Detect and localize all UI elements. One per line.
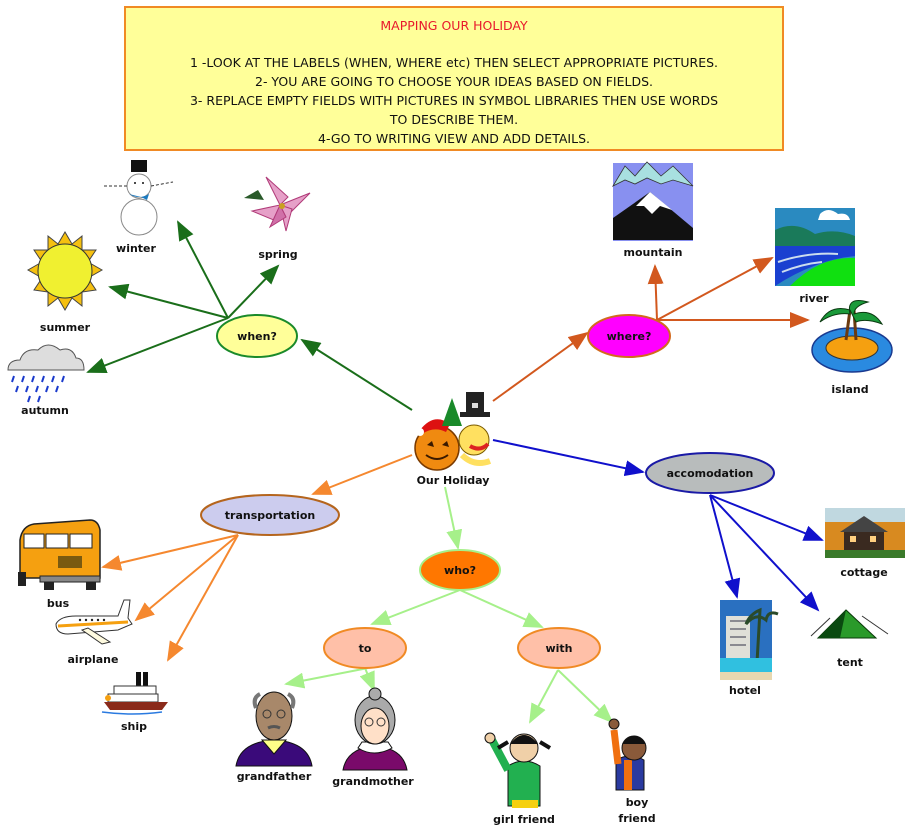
link-where-river (656, 257, 774, 321)
node-transportation[interactable]: transportation (200, 494, 340, 536)
river-landscape-icon (775, 208, 855, 286)
leaf-grandfather[interactable]: grandfather (235, 691, 313, 783)
link-center-when (300, 338, 413, 411)
grandmother-icon (342, 687, 408, 771)
link-transportation-airplane (134, 534, 239, 622)
leaf-river[interactable]: river (775, 208, 855, 305)
leaf-cottage[interactable]: cottage (825, 508, 905, 579)
leaf-island[interactable]: island (811, 300, 893, 397)
leaf-winter[interactable]: winter (104, 160, 174, 255)
link-transportation-bus (101, 534, 239, 571)
leaf-girl-friend-label: girl friend (493, 813, 555, 826)
cottage-photo-icon (825, 508, 905, 558)
leaf-boy-friend-label-line1: boy (626, 796, 649, 809)
mountain-icon (611, 161, 694, 241)
rain-cloud-icon (7, 344, 85, 403)
leaf-mountain-label: mountain (624, 246, 683, 259)
palm-island-icon (811, 300, 893, 373)
node-accomodation[interactable]: accomodation (645, 452, 775, 494)
garfield-holiday-icon (414, 392, 492, 471)
instruction-line: 3- REPLACE EMPTY FIELDS WITH PICTURES IN… (189, 93, 719, 108)
leaf-bus[interactable]: bus (18, 519, 101, 610)
center-node[interactable]: Our Holiday (414, 392, 492, 487)
airplane-icon (55, 599, 133, 645)
leaf-tent-label: tent (837, 656, 863, 669)
link-accomodation-hotel (709, 494, 741, 599)
node-with-label: with (545, 642, 572, 655)
node-who[interactable]: who? (419, 549, 501, 591)
node-when-label: when? (237, 330, 277, 343)
link-center-where (492, 331, 589, 402)
leaf-summer[interactable]: summer (26, 231, 104, 334)
tent-icon (810, 609, 889, 639)
link-who-to (370, 589, 461, 625)
snowman-icon (104, 160, 174, 236)
link-when-spring (227, 264, 280, 319)
sun-icon (26, 231, 104, 311)
leaf-boy-friend-label-line2: friend (618, 812, 655, 825)
link-with-boy-friend (557, 669, 614, 724)
instruction-line: 1 -LOOK AT THE LABELS (WHEN, WHERE etc) … (189, 55, 719, 70)
link-center-who (444, 486, 463, 550)
school-bus-icon (18, 519, 101, 590)
link-transportation-ship (167, 534, 239, 662)
node-with[interactable]: with (517, 627, 601, 669)
node-to[interactable]: to (323, 627, 407, 669)
leaf-hotel[interactable]: hotel (720, 600, 779, 697)
leaf-airplane-label: airplane (68, 653, 119, 666)
node-where[interactable]: where? (587, 314, 671, 358)
leaf-bus-label: bus (47, 597, 70, 610)
leaf-grandmother[interactable]: grandmother (332, 687, 414, 788)
leaf-cottage-label: cottage (840, 566, 887, 579)
steamship-icon (101, 672, 168, 715)
leaf-autumn-label: autumn (21, 404, 69, 417)
link-when-autumn (86, 317, 229, 373)
leaf-hotel-label: hotel (729, 684, 761, 697)
girl-waving-icon (484, 732, 552, 808)
leaf-girl-friend[interactable]: girl friend (484, 732, 555, 826)
center-label: Our Holiday (417, 474, 490, 487)
leaf-mountain[interactable]: mountain (611, 161, 694, 259)
node-accomodation-label: accomodation (667, 467, 754, 480)
link-accomodation-cottage (709, 494, 824, 541)
link-to-grandmother (359, 667, 375, 692)
boy-waving-icon (608, 718, 647, 791)
instructions-title: MAPPING OUR HOLIDAY (380, 18, 528, 33)
instruction-line: 4-GO TO WRITING VIEW AND ADD DETAILS. (318, 131, 590, 146)
leaf-autumn[interactable]: autumn (7, 344, 85, 417)
leaf-grandmother-label: grandmother (332, 775, 414, 788)
leaf-summer-label: summer (40, 321, 91, 334)
link-when-summer (108, 283, 229, 319)
leaf-ship[interactable]: ship (101, 672, 168, 733)
grandfather-icon (235, 691, 313, 767)
link-accomodation-tent (709, 494, 820, 612)
leaf-winter-label: winter (116, 242, 156, 255)
link-center-accomodation (492, 439, 645, 477)
node-transportation-label: transportation (225, 509, 315, 522)
instruction-line: 2- YOU ARE GOING TO CHOOSE YOUR IDEAS BA… (255, 74, 653, 89)
link-center-transportation (311, 454, 413, 495)
leaf-tent[interactable]: tent (810, 609, 889, 669)
instructions-box: MAPPING OUR HOLIDAY 1 -LOOK AT THE LABEL… (124, 6, 784, 151)
leaf-island-label: island (831, 383, 868, 396)
lily-flower-icon (244, 176, 311, 232)
leaf-ship-label: ship (121, 720, 147, 733)
link-who-with (459, 589, 544, 628)
node-where-label: where? (607, 330, 652, 343)
link-to-grandfather (284, 667, 369, 689)
hotel-photo-icon (720, 600, 779, 681)
leaf-spring[interactable]: spring (244, 176, 311, 261)
leaf-grandfather-label: grandfather (237, 770, 312, 783)
node-when[interactable]: when? (216, 314, 298, 358)
node-to-label: to (359, 642, 372, 655)
leaf-spring-label: spring (258, 248, 297, 261)
instruction-line: TO DESCRIBE THEM. (389, 112, 519, 127)
link-with-girl-friend (529, 669, 559, 724)
node-who-label: who? (444, 564, 476, 577)
leaf-airplane[interactable]: airplane (55, 599, 133, 666)
leaf-boy-friend[interactable]: boy friend (608, 718, 656, 825)
leaf-river-label: river (799, 292, 829, 305)
link-when-winter (177, 220, 229, 319)
link-where-mountain (647, 264, 664, 321)
